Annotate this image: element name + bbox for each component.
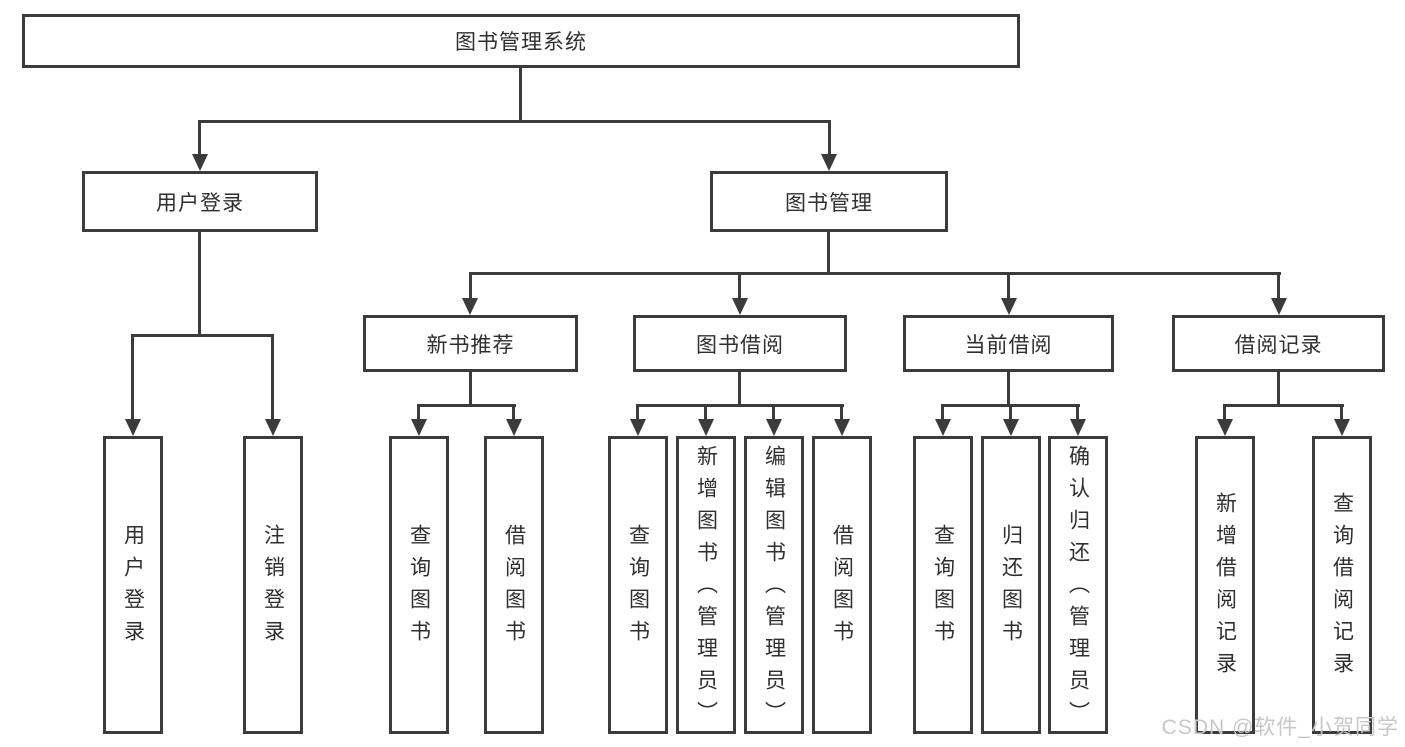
arrow-down-icon xyxy=(698,419,714,436)
leaf-query-books-current-label: 查询图书 xyxy=(931,524,955,652)
connector-line xyxy=(469,272,472,302)
arrow-down-icon xyxy=(1070,419,1086,436)
node-current-borrowing-label: 当前借阅 xyxy=(964,333,1053,357)
arrow-down-icon xyxy=(630,419,646,436)
connector-line xyxy=(828,120,831,158)
connector-line xyxy=(1009,404,1012,423)
node-user-login: 用户登录 xyxy=(82,171,318,232)
connector-line xyxy=(1007,372,1010,407)
node-book-borrowing-label: 图书借阅 xyxy=(696,333,784,357)
connector-line xyxy=(840,404,843,423)
node-book-management-label: 图书管理 xyxy=(785,191,873,215)
leaf-query-borrow-record-label: 查询借阅记录 xyxy=(1330,492,1354,684)
leaf-borrow-books-label: 借阅图书 xyxy=(830,524,854,652)
connector-line xyxy=(469,272,1281,275)
arrow-down-icon xyxy=(506,419,522,436)
arrow-down-icon xyxy=(462,298,478,315)
arrow-down-icon xyxy=(1271,298,1287,315)
connector-line xyxy=(738,272,741,302)
arrow-down-icon xyxy=(766,419,782,436)
arrow-down-icon xyxy=(1334,419,1350,436)
connector-line xyxy=(417,404,420,423)
node-new-book-recommend: 新书推荐 xyxy=(363,315,578,372)
arrow-down-icon xyxy=(935,419,951,436)
arrow-down-icon xyxy=(1001,298,1017,315)
leaf-confirm-return-admin-label: 确认归还（管理员） xyxy=(1066,445,1090,733)
leaf-add-books-admin-label: 新增图书（管理员） xyxy=(694,445,718,733)
connector-line xyxy=(1277,272,1280,302)
node-current-borrowing: 当前借阅 xyxy=(903,315,1114,372)
leaf-logout: 注销登录 xyxy=(243,436,303,734)
connector-line xyxy=(198,120,831,123)
leaf-query-books-borrowing: 查询图书 xyxy=(608,436,668,734)
node-new-book-recommend-label: 新书推荐 xyxy=(426,333,515,357)
connector-line xyxy=(512,404,515,423)
connector-line xyxy=(198,120,201,158)
arrow-down-icon xyxy=(265,419,281,436)
leaf-query-books-recommend: 查询图书 xyxy=(389,436,449,734)
leaf-borrow-books: 借阅图书 xyxy=(812,436,872,734)
connector-line xyxy=(941,404,944,423)
connector-line xyxy=(738,372,741,407)
connector-line xyxy=(1076,404,1079,423)
connector-line xyxy=(469,372,472,407)
leaf-edit-books-admin: 编辑图书（管理员） xyxy=(744,436,804,734)
connector-line xyxy=(1277,372,1280,407)
connector-line xyxy=(1223,404,1226,423)
leaf-confirm-return-admin: 确认归还（管理员） xyxy=(1048,436,1108,734)
arrow-down-icon xyxy=(1003,419,1019,436)
connector-line xyxy=(131,334,134,422)
arrow-down-icon xyxy=(834,419,850,436)
node-borrowing-records: 借阅记录 xyxy=(1172,315,1385,372)
leaf-user-login: 用户登录 xyxy=(103,436,163,734)
connector-line xyxy=(1223,404,1344,407)
connector-line xyxy=(636,404,844,407)
leaf-add-borrow-record: 新增借阅记录 xyxy=(1195,436,1255,734)
node-book-borrowing: 图书借阅 xyxy=(633,315,847,372)
leaf-return-books-label: 归还图书 xyxy=(999,524,1023,652)
node-root-label: 图书管理系统 xyxy=(455,31,587,54)
connector-line xyxy=(704,404,707,423)
connector-line xyxy=(827,232,830,275)
leaf-query-books-borrowing-label: 查询图书 xyxy=(626,524,650,652)
connector-line xyxy=(519,68,522,123)
node-user-login-label: 用户登录 xyxy=(156,191,244,215)
leaf-borrow-books-recommend: 借阅图书 xyxy=(484,436,544,734)
leaf-return-books: 归还图书 xyxy=(981,436,1041,734)
watermark: CSDN @软件_小贺同学 xyxy=(1161,716,1399,739)
connector-line xyxy=(1007,272,1010,302)
arrow-down-icon xyxy=(821,154,837,171)
leaf-add-borrow-record-label: 新增借阅记录 xyxy=(1213,492,1237,684)
connector-line xyxy=(772,404,775,423)
connector-line xyxy=(1340,404,1343,423)
connector-line xyxy=(131,334,274,337)
node-borrowing-records-label: 借阅记录 xyxy=(1234,333,1323,357)
arrow-down-icon xyxy=(732,298,748,315)
leaf-user-login-label: 用户登录 xyxy=(121,524,145,652)
leaf-query-books-current: 查询图书 xyxy=(913,436,973,734)
connector-line xyxy=(271,334,274,422)
connector-line xyxy=(636,404,639,423)
leaf-add-books-admin: 新增图书（管理员） xyxy=(676,436,736,734)
node-book-management: 图书管理 xyxy=(710,171,948,232)
leaf-logout-label: 注销登录 xyxy=(261,524,285,652)
arrow-down-icon xyxy=(125,419,141,436)
arrow-down-icon xyxy=(1217,419,1233,436)
arrow-down-icon xyxy=(411,419,427,436)
leaf-query-books-recommend-label: 查询图书 xyxy=(407,524,431,652)
arrow-down-icon xyxy=(192,154,208,171)
node-root: 图书管理系统 xyxy=(22,14,1020,68)
leaf-edit-books-admin-label: 编辑图书（管理员） xyxy=(762,445,786,733)
connector-line xyxy=(198,232,201,337)
connector-line xyxy=(417,404,516,407)
leaf-query-borrow-record: 查询借阅记录 xyxy=(1312,436,1372,734)
leaf-borrow-books-recommend-label: 借阅图书 xyxy=(502,524,526,652)
